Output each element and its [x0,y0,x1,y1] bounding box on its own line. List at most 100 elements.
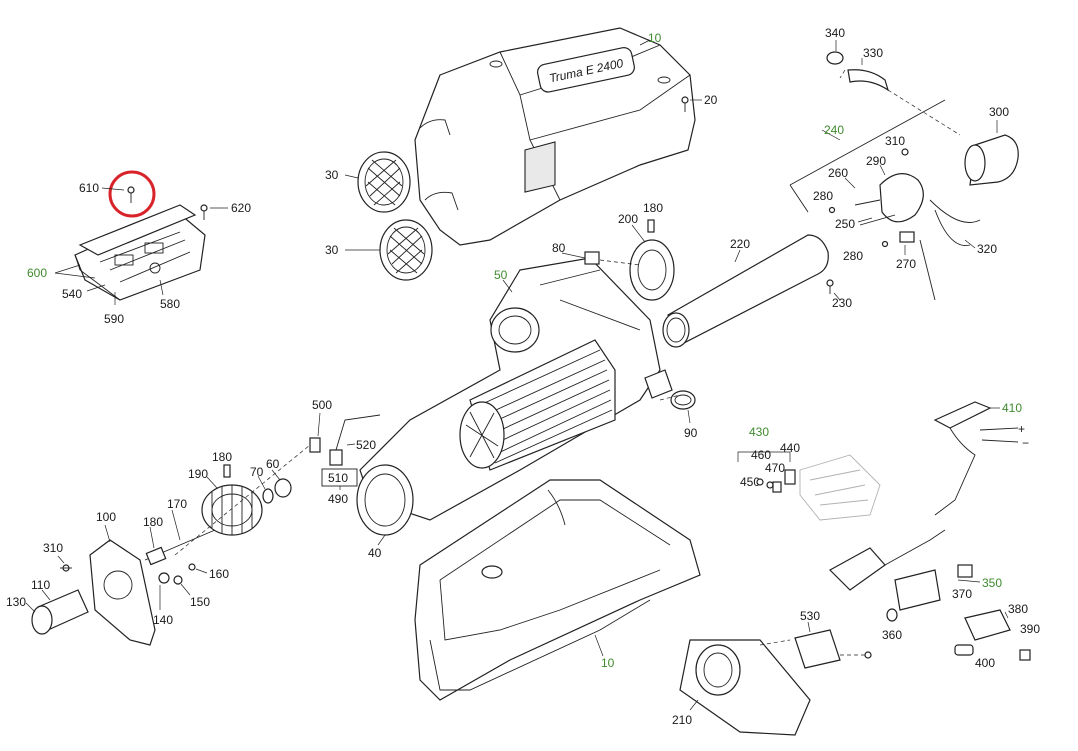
grille-30-upper[interactable] [357,151,411,213]
heat-exchanger-50[interactable] [356,257,673,536]
label-60: 60 [266,457,280,471]
small-parts-430[interactable] [756,469,796,493]
label-30-upper: 30 [325,168,339,182]
screw-610[interactable] [127,186,135,203]
nut-150[interactable] [173,575,183,585]
fuse-400[interactable] [954,644,974,656]
label-160: 160 [209,567,229,581]
label-200: 200 [618,212,638,226]
label-530: 530 [800,609,820,623]
bracket-510-490 [321,468,358,487]
label-150: 150 [190,595,210,609]
nut-60[interactable] [274,478,292,498]
ring-200[interactable] [629,239,675,301]
label-190: 190 [188,467,208,481]
exhaust-tube-220[interactable] [662,234,829,348]
grille-30-lower[interactable] [379,219,433,281]
part-370[interactable] [957,564,973,578]
label-240: 240 [824,123,844,137]
cover-plate-210[interactable] [679,639,811,736]
burner-group-240[interactable] [789,99,1019,301]
label-370: 370 [952,587,972,601]
spacer-140[interactable] [158,572,170,584]
clip-390[interactable] [1019,649,1031,661]
top-housing-part[interactable]: Truma E 2400 [414,27,696,246]
screw-310-left[interactable] [60,564,72,572]
label-230: 230 [832,296,852,310]
bracket-380[interactable] [964,609,1011,641]
label-490: 490 [328,492,348,506]
label-70: 70 [250,465,264,479]
label-180-left: 180 [143,515,163,529]
label-80: 80 [552,241,566,255]
label-260: 260 [828,166,848,180]
label-400: 400 [975,656,995,670]
washer-70[interactable] [262,488,274,504]
label-180-top: 180 [643,201,663,215]
label-600: 600 [27,266,47,280]
label-plus: + [1018,422,1025,436]
label-100: 100 [96,510,116,524]
label-540: 540 [62,287,82,301]
motor-bracket-100[interactable] [89,539,156,646]
label-610: 610 [79,181,99,195]
clamp-90[interactable] [670,390,696,410]
label-330: 330 [863,46,883,60]
label-450: 450 [740,475,760,489]
label-300: 300 [989,105,1009,119]
label-10-top: 10 [648,31,662,45]
label-180-fan: 180 [212,450,232,464]
label-280-lower: 280 [843,249,863,263]
hose-330[interactable] [847,69,890,92]
label-360: 360 [882,628,902,642]
label-50: 50 [494,268,508,282]
shaft-170[interactable] [144,529,216,566]
capacitor-530[interactable] [794,629,841,669]
wiring-harness-410[interactable] [933,401,1019,516]
control-box-600[interactable] [74,204,206,301]
bottom-housing-part[interactable] [414,479,701,701]
highlight-circle [108,170,156,218]
label-220: 220 [730,237,750,251]
label-140: 140 [153,613,173,627]
label-510: 510 [328,471,348,485]
label-310-left: 310 [43,541,63,555]
screw-310-burner[interactable] [901,148,909,156]
label-110: 110 [31,578,50,592]
washer-360[interactable] [886,608,898,622]
label-470: 470 [765,461,785,475]
label-10-bottom: 10 [601,656,615,670]
label-270: 270 [896,257,916,271]
label-250: 250 [835,217,855,231]
ignition-module-350[interactable] [829,529,946,611]
label-320: 320 [977,242,997,256]
cap-340[interactable] [826,51,844,65]
screw-20[interactable] [681,96,689,112]
screw-280-upper[interactable] [828,206,836,214]
pin-180[interactable] [223,464,231,478]
label-20: 20 [704,93,718,107]
screw-230[interactable] [826,279,834,294]
label-430: 430 [749,425,769,439]
sensor-510[interactable] [329,414,381,466]
screw-530[interactable] [864,651,872,659]
screw-620[interactable] [200,204,208,220]
label-590: 590 [104,312,124,326]
screw-180-top[interactable] [647,219,655,233]
label-410: 410 [1002,401,1022,415]
label-290: 290 [866,154,886,168]
label-210: 210 [672,713,692,727]
screw-280-lower[interactable] [881,240,889,248]
motor-110[interactable] [31,589,89,635]
label-90: 90 [684,426,698,440]
assembly-lines [174,69,961,656]
clip-80[interactable] [584,251,600,265]
screw-160[interactable] [188,563,196,571]
bracket-430 [737,451,791,462]
label-170: 170 [167,497,187,511]
fan-wheel-190[interactable] [201,484,263,536]
label-minus: − [1022,436,1029,450]
sensor-500[interactable] [309,437,321,453]
label-280-upper: 280 [813,189,833,203]
